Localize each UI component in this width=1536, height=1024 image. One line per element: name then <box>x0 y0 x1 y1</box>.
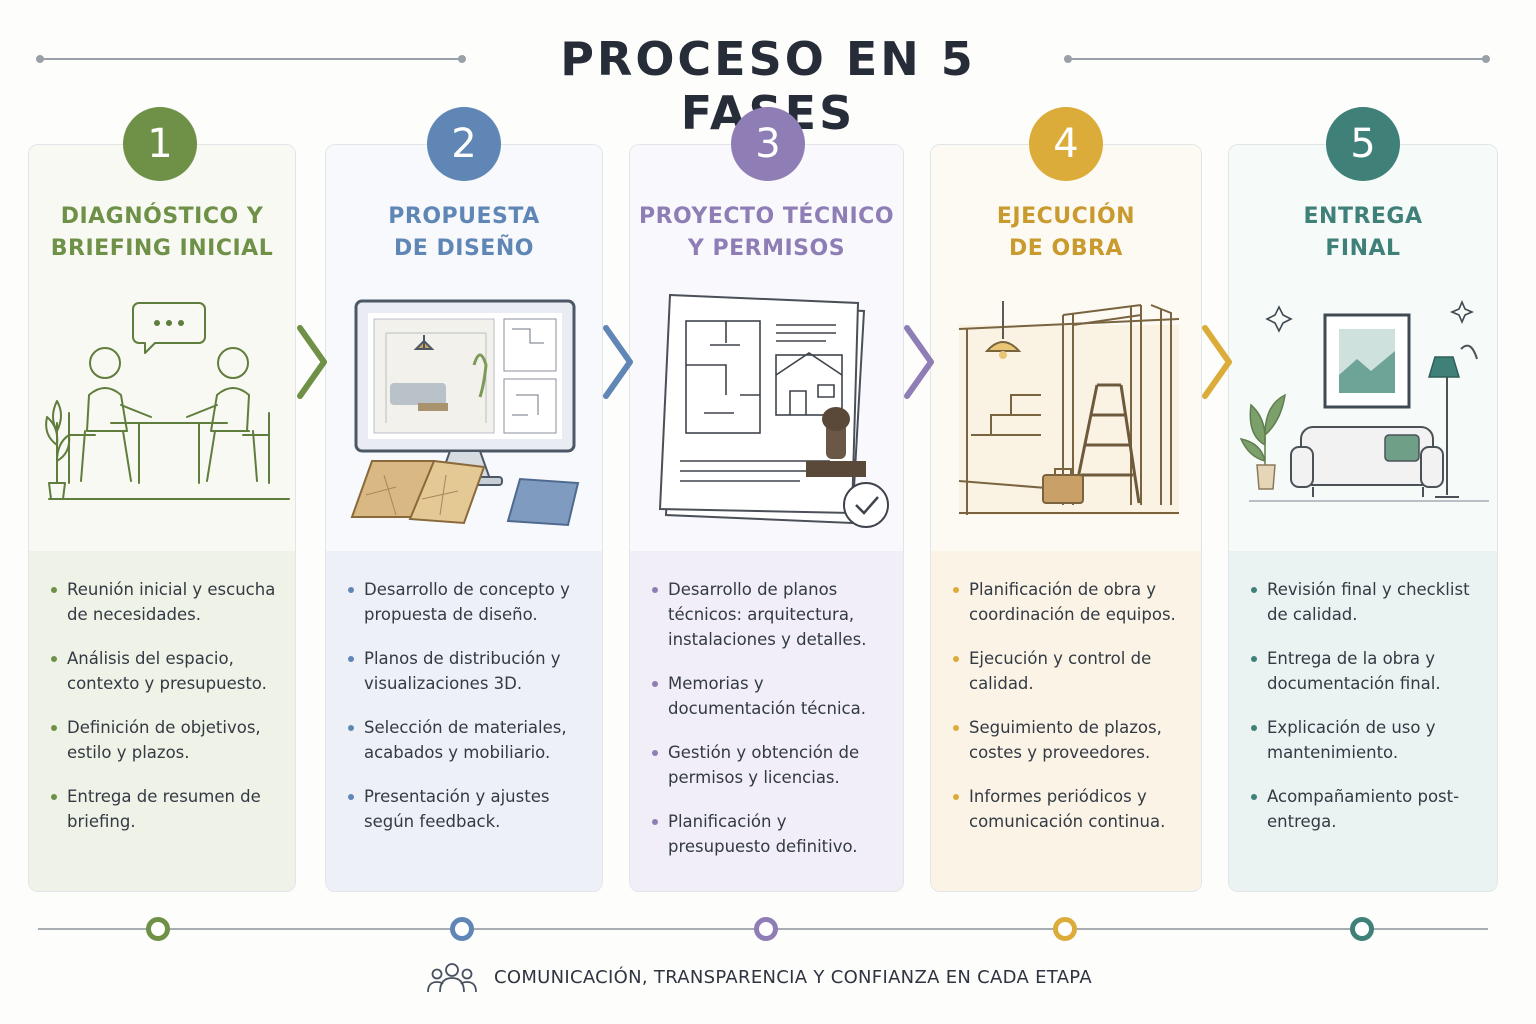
phase-card-2: PROPUESTA DE DISEÑO Desarrollo de concep… <box>325 144 603 892</box>
phase-card-bottom: Desarrollo de concepto y propuesta de di… <box>326 551 602 891</box>
bullet-item: Memorias y documentación técnica. <box>650 671 893 721</box>
phase-card-top: DIAGNÓSTICO Y BRIEFING INICIAL <box>29 145 295 551</box>
phase-bullets: Planificación de obra y coordinación de … <box>951 577 1191 853</box>
phase-card-bottom: Planificación de obra y coordinación de … <box>931 551 1201 891</box>
bullet-item: Gestión y obtención de permisos y licenc… <box>650 740 893 790</box>
footer-tagline: COMUNICACIÓN, TRANSPARENCIA Y CONFIANZA … <box>494 967 1092 988</box>
meeting-illustration-icon <box>45 302 290 500</box>
timeline-dot <box>146 917 170 941</box>
phase-card-1: DIAGNÓSTICO Y BRIEFING INICIAL <box>28 144 296 892</box>
bullet-item: Planificación de obra y coordinación de … <box>951 577 1191 627</box>
phase-bullets: Desarrollo de concepto y propuesta de di… <box>346 577 592 853</box>
phase-bullets: Desarrollo de planos técnicos: arquitect… <box>650 577 893 878</box>
phase-card-top: PROPUESTA DE DISEÑO <box>326 145 602 551</box>
bullet-item: Acompañamiento post-entrega. <box>1249 784 1487 834</box>
phase-number-badge-1: 1 <box>123 107 197 181</box>
phase-card-bottom: Revisión final y checklist de calidad. E… <box>1229 551 1497 891</box>
phase-title: ENTREGA FINAL <box>1303 204 1423 261</box>
bullet-item: Planos de distribución y visualizaciones… <box>346 646 592 696</box>
phase-card-5: ENTREGA FINAL Revisión final y checklist… <box>1228 144 1498 892</box>
timeline-dot <box>1350 917 1374 941</box>
phase-number-badge-3: 3 <box>731 107 805 181</box>
bullet-item: Selección de materiales, acabados y mobi… <box>346 715 592 765</box>
phase-card-top: ENTREGA FINAL <box>1229 145 1497 551</box>
chevron-right-icon <box>297 325 327 399</box>
timeline-dot <box>450 917 474 941</box>
title-divider-right <box>1064 55 1490 63</box>
phase-card-bottom: Desarrollo de planos técnicos: arquitect… <box>630 551 903 891</box>
title-divider-left <box>36 55 466 63</box>
chevron-right-icon <box>603 325 633 399</box>
technical-plans-illustration-icon <box>658 293 889 528</box>
construction-illustration-icon <box>958 301 1180 515</box>
chevron-right-icon <box>904 325 934 399</box>
phase-title: EJECUCIÓN DE OBRA <box>996 204 1136 261</box>
phase-card-top: EJECUCIÓN DE OBRA <box>931 145 1201 551</box>
phase-title: PROPUESTA DE DISEÑO <box>388 204 540 261</box>
timeline-dot <box>1053 917 1077 941</box>
bullet-item: Reunión inicial y escucha de necesidades… <box>49 577 285 627</box>
bullet-item: Análisis del espacio, contexto y presupu… <box>49 646 285 696</box>
phase-card-top: PROYECTO TÉCNICO Y PERMISOS <box>630 145 903 551</box>
phase-bullets: Reunión inicial y escucha de necesidades… <box>49 577 285 853</box>
bullet-item: Presentación y ajustes según feedback. <box>346 784 592 834</box>
bullet-item: Entrega de resumen de briefing. <box>49 784 285 834</box>
phase-card-bottom: Reunión inicial y escucha de necesidades… <box>29 551 295 891</box>
bullet-item: Informes periódicos y comunicación conti… <box>951 784 1191 834</box>
phase-title: DIAGNÓSTICO Y BRIEFING INICIAL <box>50 204 274 261</box>
bullet-item: Planificación y presupuesto definitivo. <box>650 809 893 859</box>
bullet-item: Definición de objetivos, estilo y plazos… <box>49 715 285 765</box>
bullet-item: Desarrollo de planos técnicos: arquitect… <box>650 577 893 652</box>
design-monitor-illustration-icon <box>350 299 580 527</box>
header: PROCESO EN 5 FASES <box>0 30 1536 140</box>
phase-bullets: Revisión final y checklist de calidad. E… <box>1249 577 1487 853</box>
bullet-item: Seguimiento de plazos, costes y proveedo… <box>951 715 1191 765</box>
chevron-right-icon <box>1202 325 1232 399</box>
phase-card-3: PROYECTO TÉCNICO Y PERMISOS Desarrollo d… <box>629 144 904 892</box>
bullet-item: Revisión final y checklist de calidad. <box>1249 577 1487 627</box>
footer: COMUNICACIÓN, TRANSPARENCIA Y CONFIANZA … <box>0 962 1536 994</box>
phase-title: PROYECTO TÉCNICO Y PERMISOS <box>638 204 895 261</box>
phase-number-badge-5: 5 <box>1326 107 1400 181</box>
bullet-item: Ejecución y control de calidad. <box>951 646 1191 696</box>
phase-number-badge-2: 2 <box>427 107 501 181</box>
bullet-item: Desarrollo de concepto y propuesta de di… <box>346 577 592 627</box>
timeline-dot <box>754 917 778 941</box>
people-group-icon <box>427 963 477 993</box>
phase-card-4: EJECUCIÓN DE OBRA Planificaci <box>930 144 1202 892</box>
finished-living-room-illustration-icon <box>1239 299 1489 502</box>
phase-number-badge-4: 4 <box>1029 107 1103 181</box>
bullet-item: Entrega de la obra y documentación final… <box>1249 646 1487 696</box>
bullet-item: Explicación de uso y mantenimiento. <box>1249 715 1487 765</box>
